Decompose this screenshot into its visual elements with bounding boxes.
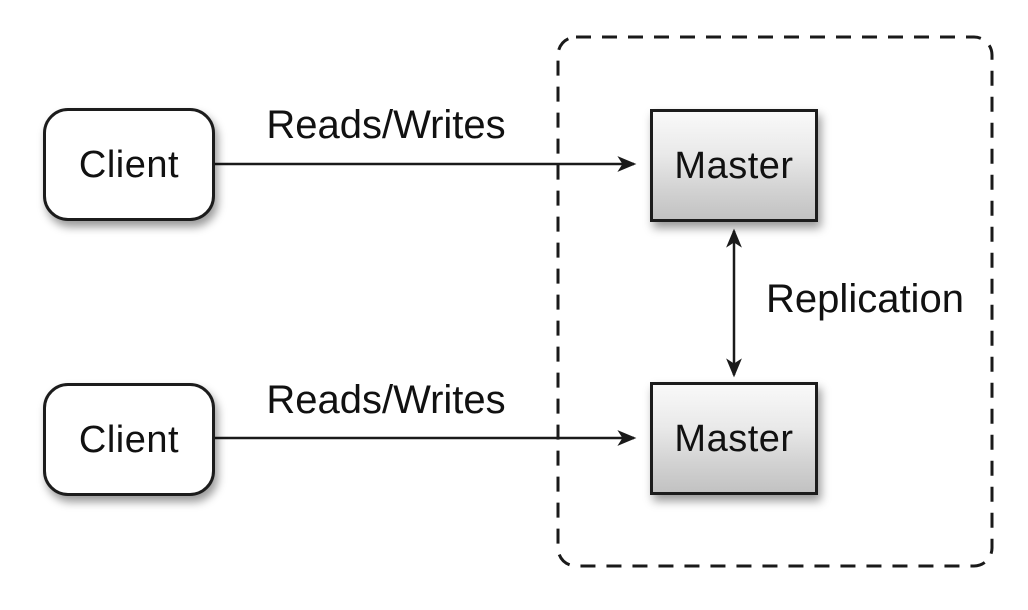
node-client-bottom: Client	[43, 383, 215, 496]
node-client-top: Client	[43, 108, 215, 221]
edge-label-reads-writes-top: Reads/Writes	[266, 103, 506, 147]
edge-label-reads-writes-bottom: Reads/Writes	[266, 378, 506, 422]
node-master-top: Master	[650, 109, 818, 222]
node-master-bottom-label: Master	[674, 417, 794, 460]
node-master-top-label: Master	[674, 144, 794, 187]
node-client-top-label: Client	[78, 143, 180, 186]
node-client-bottom-label: Client	[78, 418, 180, 461]
edge-label-replication: Replication	[766, 277, 964, 321]
node-master-bottom: Master	[650, 382, 818, 495]
